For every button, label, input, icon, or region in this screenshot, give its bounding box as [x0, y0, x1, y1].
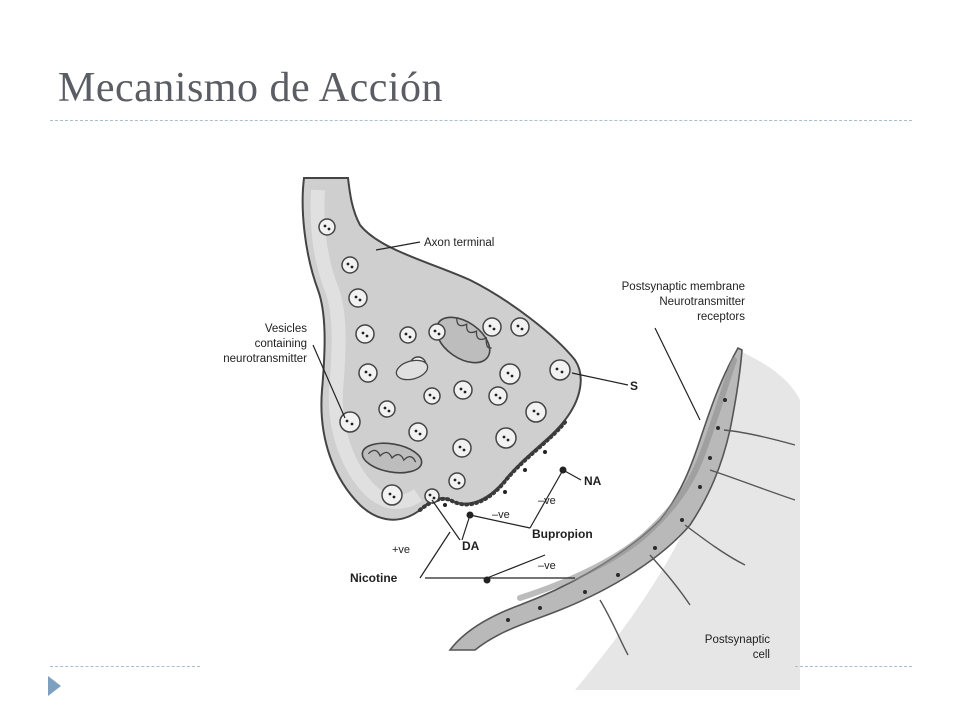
- label-bupropion: Bupropion: [532, 527, 593, 541]
- bullet-arrow-icon: [48, 676, 61, 696]
- label-postsynaptic-membrane-3: receptors: [697, 311, 745, 323]
- label-nicotine: Nicotine: [350, 571, 398, 585]
- label-postsynaptic-cell-1: Postsynaptic: [705, 634, 770, 646]
- label-minus-ve-2: –ve: [538, 495, 556, 507]
- receptor-dots: [506, 398, 727, 622]
- slide-title: Mecanismo de Acción: [58, 65, 444, 111]
- label-vesicles-1: Vesicles: [265, 323, 307, 335]
- label-plus-ve: +ve: [392, 544, 410, 556]
- postsynaptic-cell: [575, 350, 800, 690]
- label-da: DA: [462, 539, 480, 553]
- leader-lines: [312, 241, 701, 579]
- postsynaptic-membrane: [448, 346, 743, 651]
- label-vesicles-2: containing: [255, 338, 307, 350]
- label-s: S: [630, 379, 638, 393]
- label-postsynaptic-membrane-1: Postsynaptic membrane: [622, 281, 745, 293]
- label-minus-ve-1: –ve: [492, 509, 510, 521]
- mitochondrion-1: [435, 316, 492, 364]
- label-postsynaptic-membrane-2: Neurotransmitter: [659, 296, 745, 308]
- label-vesicles-3: neurotransmitter: [223, 353, 307, 365]
- footer-divider-right: [795, 666, 912, 667]
- footer-divider-left: [50, 666, 200, 667]
- label-axon-terminal: Axon terminal: [424, 237, 494, 249]
- label-minus-ve-3: –ve: [538, 560, 556, 572]
- title-divider: [50, 120, 912, 121]
- label-postsynaptic-cell-2: cell: [753, 649, 770, 661]
- label-na: NA: [584, 474, 602, 488]
- mitochondrion-2: [361, 442, 423, 474]
